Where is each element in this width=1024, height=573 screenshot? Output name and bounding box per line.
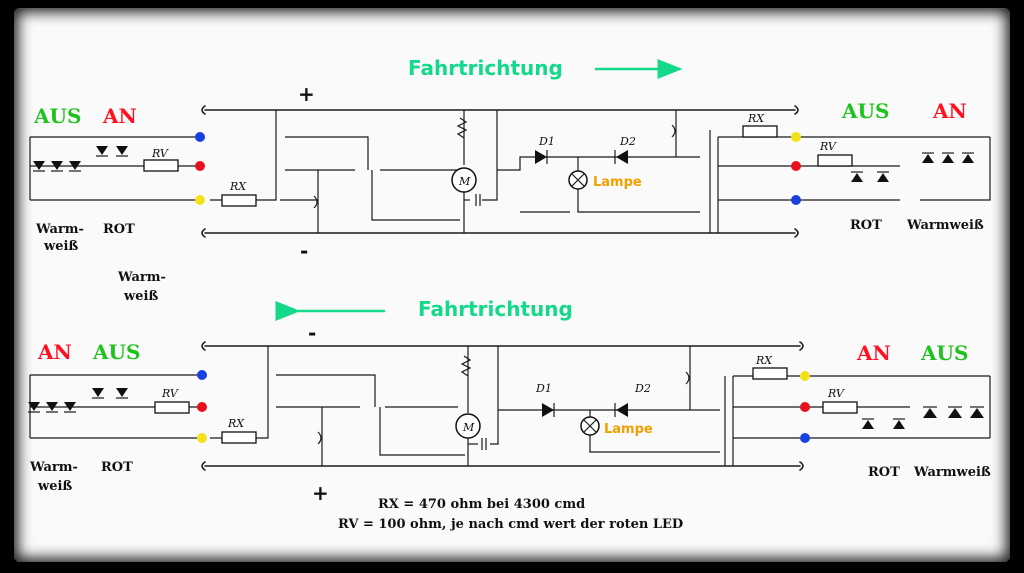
top-left-rv-resistor [143,159,179,172]
top-left-warm2-2: weiß [123,289,158,304]
top-circuit: Fahrtrichtung + - AUS AN AUS AN [29,56,991,304]
top-left-warm-1: Warm- [35,222,84,237]
bottom-left-warm-1: Warm- [29,460,78,475]
top-left-warm-2: weiß [43,239,78,254]
top-right-led-group [851,152,974,182]
top-right-yellow-dot [791,132,801,142]
top-left-warm2-1: Warm- [117,270,166,285]
bottom-right-red-dot [800,402,810,412]
bottom-right-aus: AUS [920,341,968,365]
schematic-sheet [14,8,1010,562]
bottom-capacitor-icon [481,438,487,450]
top-right-an: AN [932,99,967,123]
bottom-right-rx-label: RX [755,354,773,367]
top-plus-sign: + [298,82,315,106]
bottom-left-led-group [28,388,128,413]
bottom-lampe-label: Lampe [604,422,653,437]
bottom-left-rx-resistor [221,431,257,444]
bottom-left-yellow-dot [197,433,207,443]
bottom-d1-label: D1 [535,382,552,395]
bottom-d1-icon [542,403,554,417]
top-left-rx-label: RX [229,180,247,193]
top-left-rot: ROT [103,222,135,237]
top-left-blue-dot [195,132,205,142]
bottom-right-blue-dot [800,433,810,443]
bottom-left-red-dot [197,402,207,412]
bottom-d2-label: D2 [634,382,651,395]
bottom-left-switch-icon [317,431,322,445]
bottom-motor-icon [455,413,481,439]
top-right-switch-icon [671,124,676,138]
bottom-left-rv-label: RV [161,387,179,400]
top-d1-icon [535,150,547,164]
bottom-right-led-group [862,406,984,429]
top-d2-label: D2 [619,135,636,148]
top-left-rv-label: RV [151,147,169,160]
bottom-left-an: AN [37,340,72,364]
top-right-warmweiss: Warmweiß [906,218,984,233]
rx-note: RX = 470 ohm bei 4300 cmd [378,497,585,512]
top-left-an: AN [102,104,137,128]
top-d2-icon [616,150,628,164]
top-d1-label: D1 [538,135,555,148]
bottom-right-rot: ROT [868,465,900,480]
bottom-right-rv-resistor [822,401,858,414]
bottom-circuit: Fahrtrichtung - + AN AUS AN AUS [28,297,991,532]
top-direction-label: Fahrtrichtung [408,56,563,80]
bottom-left-rv-resistor [154,401,190,414]
bottom-left-rx-label: RX [227,417,245,430]
top-minus-sign: - [300,239,308,263]
top-right-blue-dot [791,195,801,205]
bottom-right-switch-icon [685,371,690,385]
top-right-rv-label: RV [819,140,837,153]
rv-note: RV = 100 ohm, je nach cmd wert der roten… [338,517,683,532]
top-left-led-group [33,146,128,172]
bottom-direction-label: Fahrtrichtung [418,297,573,321]
top-right-aus: AUS [841,99,889,123]
top-motor-icon [451,167,477,193]
bottom-left-warm-2: weiß [37,479,72,494]
bottom-minus-sign: - [308,321,316,345]
top-capacitor-icon [475,194,481,206]
top-lampe-label: Lampe [593,175,642,190]
top-left-aus: AUS [33,104,81,128]
bottom-d2-icon [616,403,628,417]
top-right-rot: ROT [850,218,882,233]
top-left-red-dot [195,161,205,171]
bottom-motor-label: M [462,421,475,434]
top-motor-label: M [458,175,471,188]
bottom-right-rx-resistor [752,367,788,380]
top-left-switch-icon [313,195,318,209]
bottom-right-yellow-dot [800,371,810,381]
bottom-plus-sign: + [312,481,329,505]
bottom-right-warmweiss: Warmweiß [913,465,991,480]
bottom-motor-resistor-icon [460,355,472,377]
bottom-left-blue-dot [197,370,207,380]
top-right-rx-label: RX [747,112,765,125]
bottom-left-aus: AUS [92,340,140,364]
top-left-rx-resistor [221,194,257,207]
bottom-right-an: AN [856,341,891,365]
top-left-yellow-dot [195,195,205,205]
top-right-red-dot [791,161,801,171]
bottom-left-rot: ROT [101,460,133,475]
top-right-rv-resistor [817,154,853,167]
top-motor-resistor-icon [456,117,468,139]
bottom-right-rv-label: RV [827,387,845,400]
top-right-rx-resistor [742,125,778,138]
